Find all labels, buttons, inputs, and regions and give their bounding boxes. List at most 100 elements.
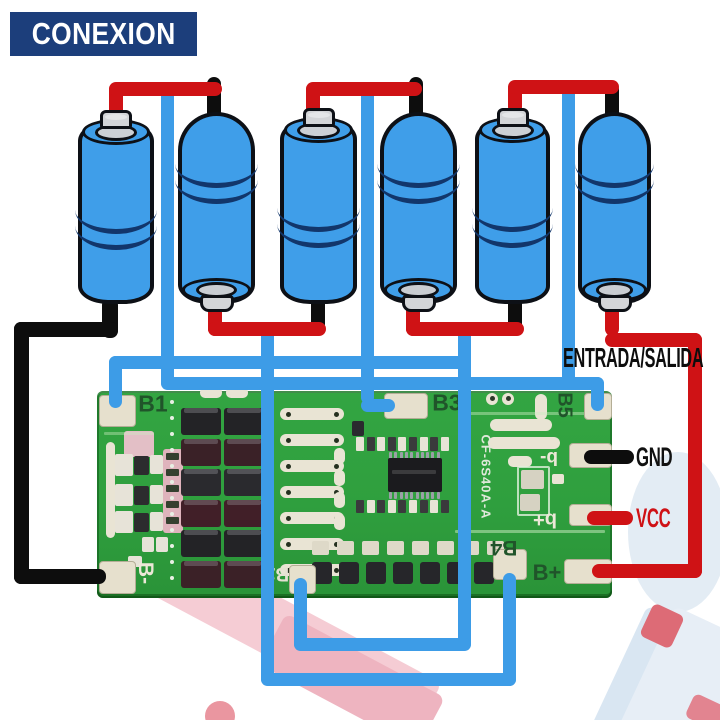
- board-component: [387, 437, 396, 451]
- board-component: [535, 394, 547, 420]
- board-component: [224, 499, 264, 527]
- board-component: [286, 464, 291, 469]
- pack-negative-wire: [14, 569, 106, 584]
- board-component: [337, 541, 354, 555]
- board-component: [399, 452, 403, 459]
- battery-4: [377, 112, 460, 312]
- board-component: [280, 486, 344, 498]
- board-component: [184, 560, 218, 566]
- board-component: [227, 408, 261, 413]
- board-component: [166, 517, 179, 524]
- board-component: [352, 421, 364, 436]
- balance-wire-b1: [109, 356, 469, 369]
- board-component: [410, 452, 414, 459]
- board-component: [366, 500, 375, 513]
- board-component: [356, 500, 364, 513]
- board-component: [334, 514, 345, 530]
- watermark-shape: [628, 452, 720, 612]
- balance-wire-b1: [161, 90, 174, 389]
- balance-wire-b4: [261, 324, 274, 685]
- board-component: [419, 500, 428, 513]
- board-component: [389, 452, 392, 459]
- entrada-salida-label: ENTRADA/SALIDA: [563, 342, 704, 373]
- board-component: [227, 499, 261, 505]
- vcc-label: VCC: [636, 503, 671, 533]
- board-component: [430, 437, 439, 451]
- label-b3: B3: [432, 389, 462, 416]
- board-component: [227, 560, 261, 566]
- board-component: [181, 560, 221, 588]
- series-link-top-3: [508, 80, 619, 94]
- pack-negative-wire: [14, 322, 118, 337]
- board-component: [224, 408, 264, 435]
- battery-5: [472, 108, 553, 304]
- board-component: [334, 470, 345, 486]
- board-component: [366, 562, 386, 584]
- board-component: [392, 470, 436, 474]
- board-component: [115, 454, 133, 476]
- pack-positive-wire: [688, 333, 702, 578]
- battery-wrap-band: [575, 176, 654, 204]
- board-component: [184, 469, 218, 474]
- board-component: [115, 484, 133, 506]
- board-component: [415, 452, 419, 459]
- board-component: [181, 530, 221, 557]
- board-component: [517, 466, 550, 516]
- board-component: [224, 560, 264, 588]
- board-component: [170, 576, 174, 580]
- board-component: [286, 490, 291, 495]
- series-link-bottom-2: [406, 322, 524, 336]
- battery-body: [380, 112, 457, 304]
- battery-wrap-band: [277, 220, 360, 248]
- board-component: [170, 416, 174, 420]
- board-component: [404, 492, 408, 499]
- board-component: [508, 456, 532, 467]
- board-component: [334, 542, 339, 547]
- balance-wire-b5: [562, 84, 575, 389]
- board-component: [404, 452, 408, 459]
- board-component: [410, 492, 414, 499]
- board-component: [170, 528, 174, 532]
- pack-positive-wire: [592, 564, 702, 578]
- battery-positive-terminal: [100, 110, 132, 129]
- board-component: [170, 432, 174, 436]
- board-component: [184, 499, 218, 505]
- board-component: [170, 512, 174, 516]
- board-component: [150, 512, 163, 531]
- board-component: [227, 530, 261, 535]
- board-component: [150, 455, 163, 474]
- board-component: [398, 437, 407, 451]
- board-component: [286, 568, 291, 573]
- watermark-shape: [205, 701, 235, 720]
- board-component: [412, 541, 429, 555]
- board-component: [430, 500, 439, 513]
- board-component: [286, 412, 291, 417]
- board-component: [280, 408, 344, 420]
- board-component: [377, 437, 386, 451]
- balance-wire-b4: [503, 573, 516, 686]
- battery-body: [578, 112, 651, 304]
- board-component: [200, 387, 222, 398]
- board-component: [286, 542, 291, 547]
- board-component: [280, 434, 344, 446]
- board-component: [356, 437, 364, 451]
- board-component: [394, 492, 398, 499]
- board-component: [170, 544, 174, 548]
- label-bplus: B+: [532, 560, 562, 585]
- board-component: [377, 500, 386, 513]
- board-component: [170, 464, 174, 468]
- board-component: [455, 530, 605, 533]
- battery-wrap-band: [175, 176, 258, 204]
- battery-positive-terminal: [199, 295, 234, 312]
- board-component: [339, 562, 359, 584]
- board-component: [334, 448, 345, 464]
- series-link-top-1: [109, 82, 222, 96]
- board-component: [409, 437, 417, 451]
- board-component: [366, 437, 375, 451]
- board-component: [181, 408, 221, 435]
- board-component: [393, 562, 413, 584]
- board-component: [437, 541, 454, 555]
- board-component: [156, 537, 168, 552]
